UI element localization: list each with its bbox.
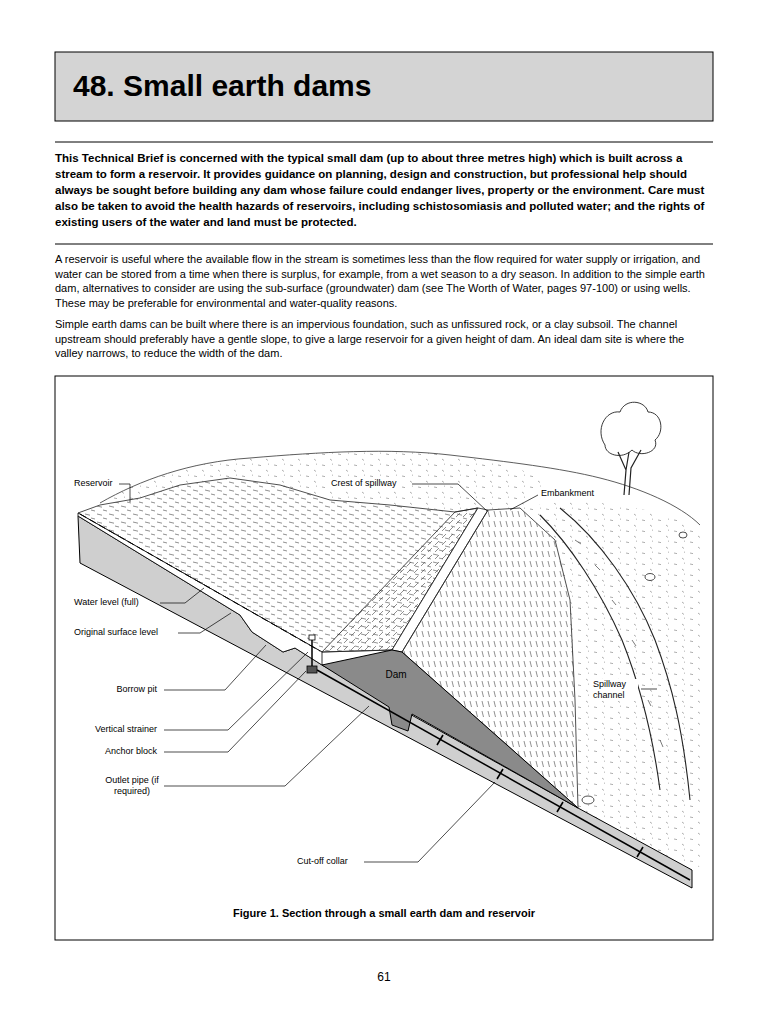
page-title: 48. Small earth dams: [73, 68, 371, 104]
intro-text: This Technical Brief is concerned with t…: [55, 150, 713, 230]
part-label: Vertical strainer: [94, 724, 158, 735]
leader-line: [164, 645, 266, 690]
leader-line: [510, 495, 538, 510]
body-text: Simple earth dams can be built where the…: [55, 317, 713, 361]
part-label: Spillway channel: [592, 679, 638, 701]
part-label: Dam: [378, 669, 414, 680]
title-box: [55, 52, 713, 121]
leader-line: [178, 613, 231, 633]
anchor-block: [307, 666, 317, 673]
leader-line: [119, 484, 130, 502]
figure-frame: [55, 376, 713, 940]
part-label: Anchor block: [104, 746, 158, 757]
strainer-cap: [309, 635, 315, 640]
outlet-pipe: [317, 670, 690, 880]
spillway-bank: [560, 508, 690, 800]
spillway-water: [575, 540, 663, 747]
rule: [55, 244, 713, 245]
cut-off-collar: [437, 735, 643, 857]
body-text: A reservoir is useful where the availabl…: [55, 252, 713, 310]
water-section: [78, 513, 322, 665]
part-label: Reservoir: [73, 478, 114, 489]
leader-line: [160, 588, 204, 603]
spillway-bank: [540, 515, 660, 790]
rock: [679, 532, 687, 538]
figure-caption: Figure 1. Section through a small earth …: [55, 906, 713, 920]
part-label: Outlet pipe (if required): [104, 775, 160, 797]
part-label: Embankment: [540, 488, 595, 499]
part-label: Borrow pit: [115, 684, 158, 695]
vertical-strainer: [311, 640, 313, 668]
rock: [645, 574, 655, 581]
part-label: Cut-off collar: [296, 856, 349, 867]
tree-trunk: [618, 450, 641, 495]
page-number: 61: [0, 970, 768, 984]
leader-line: [164, 671, 306, 752]
rule: [55, 142, 713, 143]
part-label: Original surface level: [73, 627, 159, 638]
dam-section: [322, 650, 578, 808]
rock: [582, 796, 594, 804]
leader-line: [164, 706, 369, 786]
leader-line: [364, 782, 495, 862]
leader-line: [412, 484, 487, 511]
part-label: Water level (full): [73, 597, 140, 608]
tree-crown: [601, 402, 661, 455]
leader-line: [641, 689, 657, 690]
part-label: Crest of spillway: [330, 478, 398, 489]
